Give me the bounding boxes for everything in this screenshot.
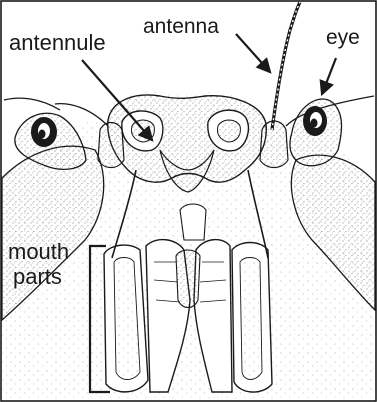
mouth-parts-label-line1: mouth xyxy=(8,241,69,263)
antennule-label: antennule xyxy=(9,32,106,54)
antenna-label: antenna xyxy=(143,16,219,37)
mandible-area xyxy=(176,250,200,308)
mouth-parts-label-line2: parts xyxy=(13,266,62,288)
left-antenna-base xyxy=(98,123,124,168)
right-antenna-base xyxy=(260,121,288,168)
eye-label: eye xyxy=(326,27,360,48)
